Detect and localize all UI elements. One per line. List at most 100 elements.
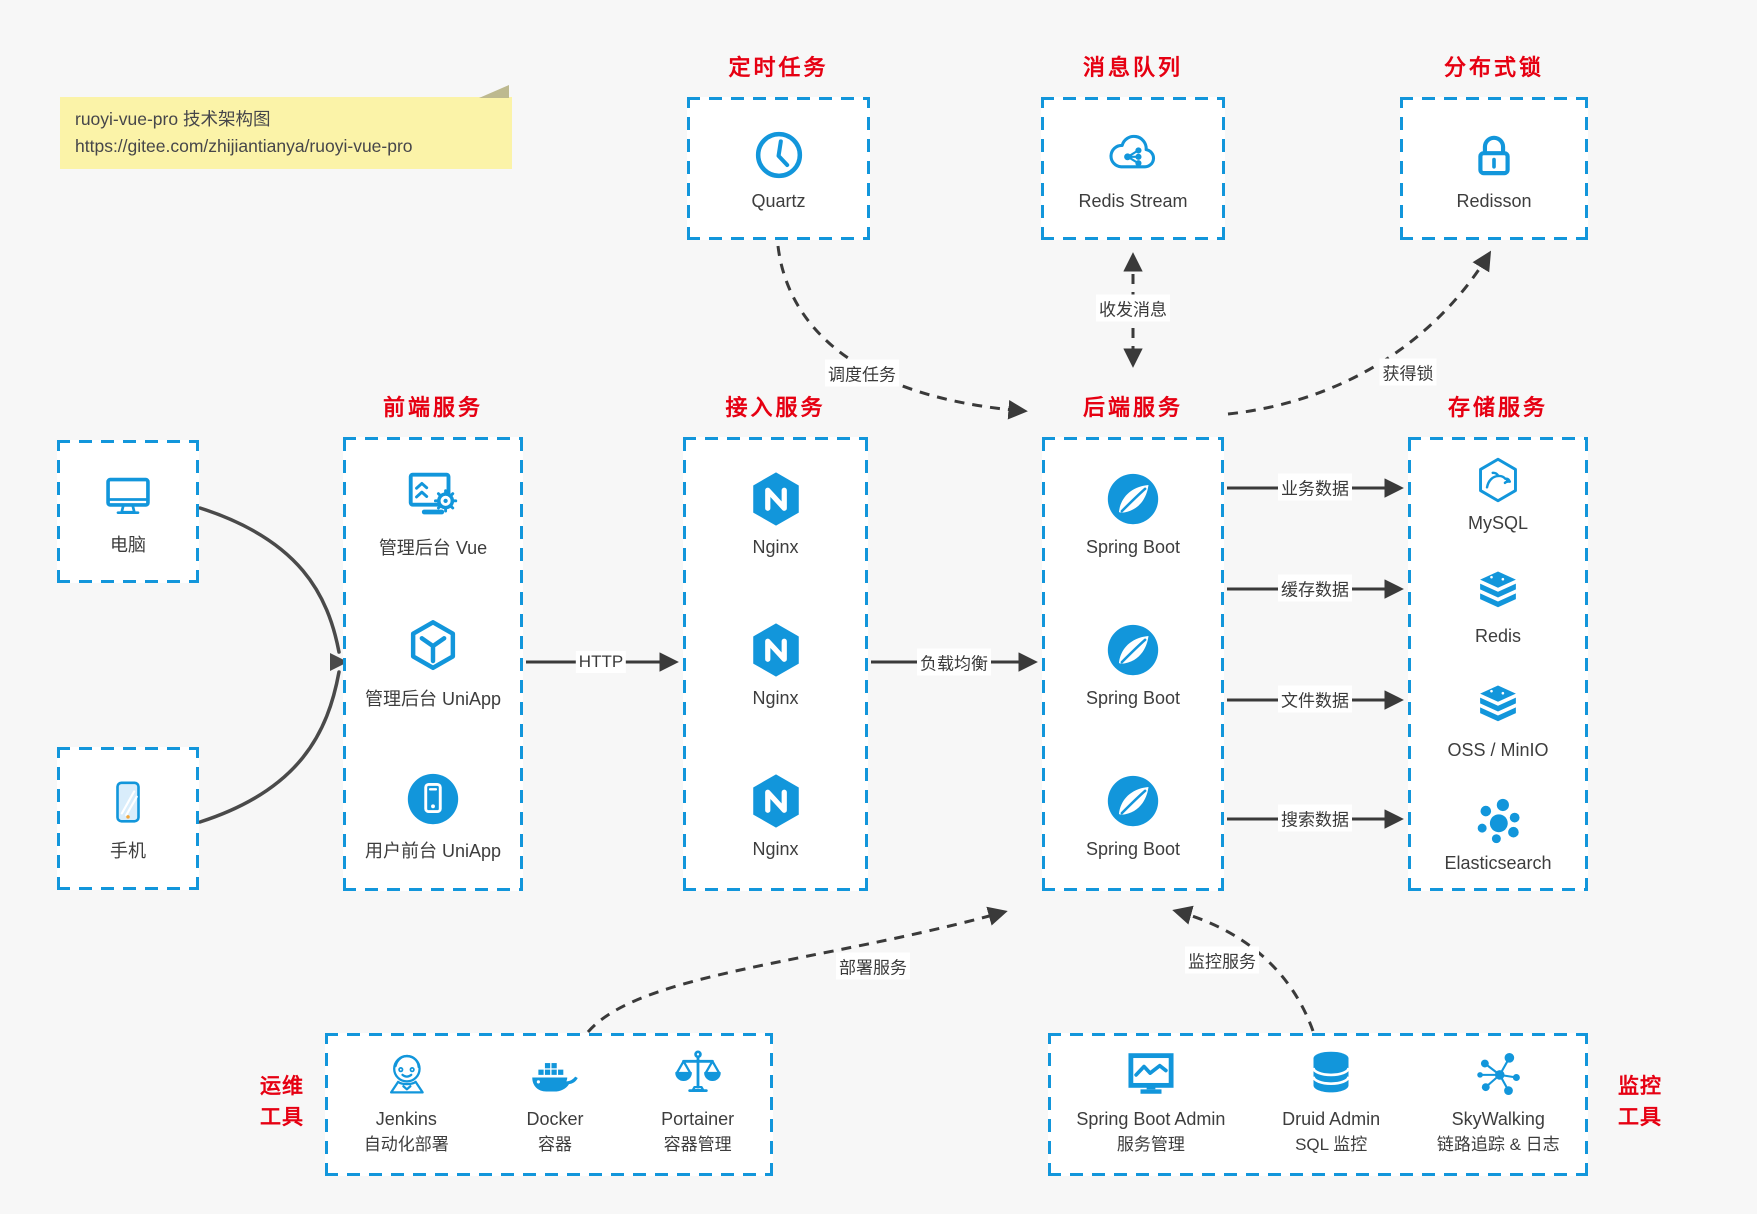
cube-icon xyxy=(410,620,456,671)
monitor-chart-icon xyxy=(1128,1053,1174,1094)
edge-deploy xyxy=(586,906,1008,1033)
node-admin-vue: 管理后台 Vue xyxy=(343,465,523,560)
title-devops: 运维工具 xyxy=(260,1075,304,1129)
node-springboot-3: Spring Boot xyxy=(1042,770,1224,860)
node-mysql: MySQL xyxy=(1408,454,1588,534)
edge-schedule-task xyxy=(776,245,1028,420)
edge-label-cache-data: 缓存数据 xyxy=(1278,574,1352,602)
node-label: Docker xyxy=(526,1109,584,1129)
title-monitoring: 监控工具 xyxy=(1618,1075,1662,1129)
node-label: OSS / MinIO xyxy=(1447,739,1549,760)
group-box-mq: Redis Stream xyxy=(1041,97,1225,240)
node-label: Spring Boot xyxy=(1085,839,1181,860)
node-label: Quartz xyxy=(751,190,806,211)
edge-mobile-to-frontend xyxy=(198,670,341,824)
spring-icon xyxy=(1107,776,1159,827)
node-redisson: Redisson xyxy=(1400,97,1588,240)
node-portainer: Portainer 容器管理 xyxy=(661,1046,734,1156)
node-label: 用户前台 UniApp xyxy=(364,840,502,861)
node-springboot-1: Spring Boot xyxy=(1042,468,1224,558)
database-icon xyxy=(1312,1051,1350,1093)
spring-icon xyxy=(1107,473,1159,524)
jenkins-icon xyxy=(390,1054,425,1094)
nginx-icon xyxy=(752,472,799,526)
node-redis: Redis xyxy=(1408,567,1588,647)
node-desc: 容器 xyxy=(537,1135,572,1154)
portainer-icon xyxy=(674,1050,721,1093)
group-box-storage: MySQL Redis OSS / MinIO Elasticsearch xyxy=(1408,437,1588,891)
title-gateway: 接入服务 xyxy=(725,395,826,420)
node-label: Redis xyxy=(1474,626,1522,647)
edge-label-acquire-lock: 获得锁 xyxy=(1379,358,1437,386)
cloud-stream-icon xyxy=(1109,134,1156,168)
node-docker: Docker 容器 xyxy=(526,1046,583,1156)
title-storage: 存储服务 xyxy=(1447,395,1548,420)
group-box-gateway: Nginx Nginx Nginx xyxy=(683,437,868,891)
group-box-backend: Spring Boot Spring Boot Spring Boot xyxy=(1042,437,1224,891)
node-label: 管理后台 Vue xyxy=(378,538,488,559)
node-label: Portainer xyxy=(661,1109,735,1129)
node-label: Nginx xyxy=(752,536,799,557)
node-label: Jenkins xyxy=(375,1109,437,1129)
node-pc: 电脑 xyxy=(57,440,199,583)
node-label: Druid Admin xyxy=(1282,1109,1381,1129)
node-label: Spring Boot xyxy=(1085,687,1181,708)
node-label: SkyWalking xyxy=(1451,1109,1545,1129)
spring-icon xyxy=(1107,624,1159,676)
clock-icon xyxy=(755,131,802,178)
skywalking-icon xyxy=(1477,1053,1521,1095)
group-box-lock: Redisson xyxy=(1400,97,1588,240)
desktop-icon xyxy=(106,477,150,515)
title-backend: 后端服务 xyxy=(1082,395,1183,420)
edge-label-deploy: 部署服务 xyxy=(836,952,910,980)
title-lock: 分布式锁 xyxy=(1443,55,1544,80)
node-label: Elasticsearch xyxy=(1444,853,1552,874)
node-springboot-2: Spring Boot xyxy=(1042,619,1224,709)
lock-icon xyxy=(1478,135,1510,175)
nginx-icon xyxy=(752,774,799,828)
edge-label-file-data: 文件数据 xyxy=(1278,685,1352,713)
title-frontend: 前端服务 xyxy=(382,395,483,420)
admin-vue-icon xyxy=(408,472,458,515)
group-box-monitoring: Spring Boot Admin 服务管理 Druid Admin SQL 监… xyxy=(1048,1033,1588,1176)
node-desc: 服务管理 xyxy=(1116,1135,1185,1154)
node-oss-minio: OSS / MinIO xyxy=(1408,681,1588,761)
node-label: Spring Boot Admin xyxy=(1076,1109,1226,1129)
node-label: Nginx xyxy=(752,687,799,708)
node-label: 手机 xyxy=(110,841,146,861)
node-desc: 自动化部署 xyxy=(363,1135,449,1154)
node-desc: 容器管理 xyxy=(663,1135,732,1154)
node-desc: SQL 监控 xyxy=(1295,1135,1368,1154)
node-label: Redisson xyxy=(1456,190,1532,211)
node-nginx-2: Nginx xyxy=(683,619,868,709)
node-druid-admin: Druid Admin SQL 监控 xyxy=(1282,1046,1380,1156)
node-label: 电脑 xyxy=(110,535,146,555)
elasticsearch-icon xyxy=(1477,799,1520,844)
node-nginx-1: Nginx xyxy=(683,468,868,558)
group-box-scheduler: Quartz xyxy=(687,97,870,240)
group-box-mobile-client: 手机 xyxy=(57,747,199,890)
node-label: MySQL xyxy=(1467,512,1528,533)
node-jenkins: Jenkins 自动化部署 xyxy=(364,1046,449,1156)
node-nginx-3: Nginx xyxy=(683,770,868,860)
node-elasticsearch: Elasticsearch xyxy=(1408,794,1588,874)
edge-label-message: 收发消息 xyxy=(1096,294,1170,322)
group-box-devops: Jenkins 自动化部署 Docker 容器 xyxy=(325,1033,773,1176)
edge-label-http: HTTP xyxy=(575,651,627,673)
group-box-pc-client: 电脑 xyxy=(57,440,199,583)
user-app-icon xyxy=(407,773,459,824)
edge-label-monitor: 监控服务 xyxy=(1185,946,1259,974)
node-user-uniapp: 用户前台 UniApp xyxy=(343,768,523,863)
note-url: https://gitee.com/zhijiantianya/ruoyi-vu… xyxy=(75,136,413,156)
edge-pc-to-frontend xyxy=(198,506,341,654)
sticky-note: ruoyi-vue-pro 技术架构图 https://gitee.com/zh… xyxy=(60,85,512,169)
group-box-frontend: 管理后台 Vue 管理后台 UniApp 用户前台 UniApp xyxy=(343,437,523,891)
node-quartz: Quartz xyxy=(687,97,870,240)
docker-icon xyxy=(532,1063,578,1092)
node-desc: 链路追踪 & 日志 xyxy=(1436,1135,1560,1154)
edge-label-load-balance: 负载均衡 xyxy=(917,648,991,676)
phone-icon xyxy=(116,781,140,823)
node-label: 管理后台 UniApp xyxy=(364,689,502,710)
node-mobile: 手机 xyxy=(57,747,199,890)
